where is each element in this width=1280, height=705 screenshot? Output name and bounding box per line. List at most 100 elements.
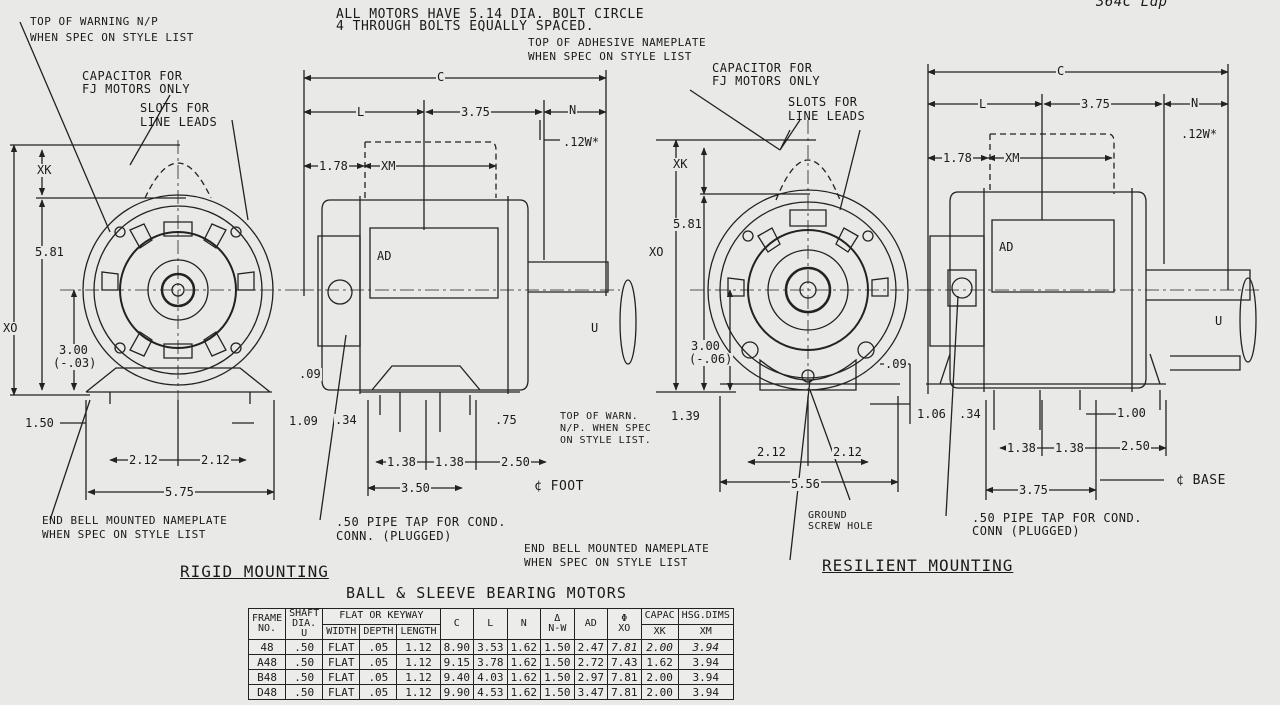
dim-178-right: 1.78: [942, 151, 973, 165]
slots-note-left-1: SLOTS FOR: [140, 101, 210, 115]
dim-xo-right: XO: [648, 245, 665, 259]
dim-581-right: 5.81: [672, 217, 703, 231]
dim-34-right: .34: [958, 407, 982, 421]
pipe-tap-note-left-2: CONN. (PLUGGED): [336, 529, 452, 543]
dim-375-bottom: 3.75: [1018, 483, 1049, 497]
dim-09-right: .09: [884, 357, 908, 371]
dim-09-left: .09: [298, 367, 322, 381]
dim-212-a: 2.12: [128, 453, 159, 467]
dim-178-left: 1.78: [318, 159, 349, 173]
dim-34-left: .34: [334, 413, 358, 427]
dim-300-right: 3.00: [690, 339, 721, 353]
slots-note-right-2: LINE LEADS: [788, 109, 866, 123]
capacitor-note-right-1: CAPACITOR FOR: [712, 61, 813, 75]
adhesive-note-2: WHEN SPEC ON STYLE LIST: [528, 50, 692, 63]
pipe-tap-note-left-1: .50 PIPE TAP FOR COND.: [336, 515, 506, 529]
dim-212-c: 2.12: [756, 445, 787, 459]
dim-109: 1.09: [288, 414, 319, 428]
dim-u-right: U: [1214, 314, 1224, 328]
col-width: WIDTH: [322, 623, 361, 640]
dim-138-d: 1.38: [1054, 441, 1085, 455]
col-length: LENGTH: [396, 623, 441, 640]
dim-c-left: C: [436, 70, 446, 84]
resilient-side-view: [920, 64, 1260, 517]
dim-ad-left: AD: [376, 249, 393, 263]
dim-xm-left: XM: [380, 159, 397, 173]
dim-75: .75: [494, 413, 518, 427]
end-bell-note-mid-2: WHEN SPEC ON STYLE LIST: [524, 556, 688, 569]
dim-581-left: 5.81: [34, 245, 65, 259]
dim-xk-right: XK: [672, 157, 689, 171]
dim-n-left: N: [568, 103, 578, 117]
rigid-side-view: [300, 70, 637, 521]
rigid-end-view: [10, 21, 300, 521]
dim-212-b: 2.12: [200, 453, 231, 467]
dim-ad-right: AD: [998, 240, 1015, 254]
dim-003-left: (-.03): [52, 356, 98, 370]
dim-212-d: 2.12: [832, 445, 863, 459]
dim-006-right: (-.06): [688, 352, 734, 366]
dim-l-right: L: [978, 97, 988, 111]
dim-575: 5.75: [164, 485, 195, 499]
rigid-mounting-title: RIGID MOUNTING: [180, 562, 329, 581]
dim-250-left: 2.50: [500, 455, 531, 469]
dim-12w-right: .12W*: [1180, 127, 1219, 141]
resilient-end-view: [656, 89, 930, 561]
dim-556: 5.56: [790, 477, 821, 491]
dim-150: 1.50: [24, 416, 55, 430]
col-flat-keyway: FLAT OR KEYWAY: [322, 608, 441, 625]
table-title: BALL & SLEEVE BEARING MOTORS: [346, 584, 627, 602]
col-l: L: [473, 608, 508, 640]
col-xk: XK: [640, 623, 679, 640]
dim-c-right: C: [1056, 64, 1066, 78]
dim-375-left: 3.75: [460, 105, 491, 119]
dim-xo-left: XO: [2, 321, 19, 335]
col-ad: AD: [573, 608, 609, 640]
slots-note-right-1: SLOTS FOR: [788, 95, 858, 109]
warn-note-mid-3: ON STYLE LIST.: [560, 435, 652, 446]
base-centerline-label: ¢ BASE: [1176, 473, 1226, 488]
warn-note-mid-1: TOP OF WARN.: [560, 411, 639, 422]
dim-l-left: L: [356, 105, 366, 119]
dim-350: 3.50: [400, 481, 431, 495]
dim-100: 1.00: [1116, 406, 1147, 420]
dim-xk-left: XK: [36, 163, 53, 177]
dim-138-a: 1.38: [386, 455, 417, 469]
col-c: C: [439, 608, 475, 640]
end-bell-note-left-2: WHEN SPEC ON STYLE LIST: [42, 528, 206, 541]
dim-106: 1.06: [916, 407, 947, 421]
dim-300-left: 3.00: [58, 343, 89, 357]
col-n: N: [506, 608, 542, 640]
dim-xm-right: XM: [1004, 151, 1021, 165]
corner-note: 364C Ldp: [1096, 0, 1168, 10]
dim-138-b: 1.38: [434, 455, 465, 469]
dim-250-right: 2.50: [1120, 439, 1151, 453]
col-depth: DEPTH: [359, 623, 398, 640]
adhesive-note-1: TOP OF ADHESIVE NAMEPLATE: [528, 36, 707, 49]
slots-note-left-2: LINE LEADS: [140, 115, 218, 129]
dim-375-right: 3.75: [1080, 97, 1111, 111]
foot-centerline-label: ¢ FOOT: [534, 479, 584, 494]
capacitor-note-right-2: FJ MOTORS ONLY: [712, 74, 821, 88]
end-bell-note-mid-1: END BELL MOUNTED NAMEPLATE: [524, 542, 710, 555]
end-bell-note-left-1: END BELL MOUNTED NAMEPLATE: [42, 514, 228, 527]
pipe-tap-note-right-1: .50 PIPE TAP FOR COND.: [972, 511, 1142, 525]
warn-note-mid-2: N/P. WHEN SPEC: [560, 423, 652, 434]
top-warning-note-1: TOP OF WARNING N/P: [30, 15, 159, 28]
dim-139: 1.39: [670, 409, 701, 423]
through-bolts-note: 4 THROUGH BOLTS EQUALLY SPACED.: [336, 19, 595, 34]
dim-12w-left: .12W*: [562, 135, 601, 149]
ground-note-1: GROUND: [808, 510, 848, 521]
resilient-mounting-title: RESILIENT MOUNTING: [822, 556, 1014, 575]
